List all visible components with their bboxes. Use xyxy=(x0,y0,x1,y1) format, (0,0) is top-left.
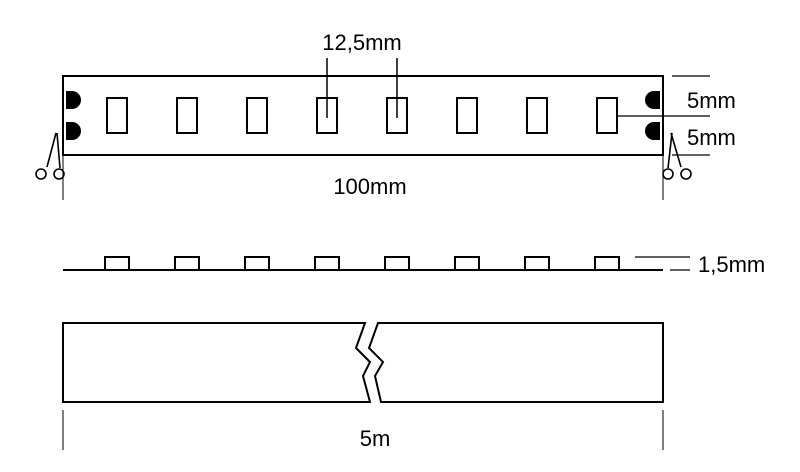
solder-pads-right xyxy=(645,91,660,140)
cut-length-label: 100mm xyxy=(333,174,406,199)
led-chip-side xyxy=(314,256,340,271)
lower-pad-label: 5mm xyxy=(687,125,736,150)
led-chip xyxy=(176,97,198,134)
led-pitch-label: 12,5mm xyxy=(322,30,401,55)
led-chip-side xyxy=(524,256,550,271)
upper-pad-label: 5mm xyxy=(687,88,736,113)
strip-top-view xyxy=(62,75,664,156)
led-chip-side xyxy=(594,256,620,271)
solder-pads-left xyxy=(66,91,81,140)
led-chip xyxy=(106,97,128,134)
led-chip xyxy=(456,97,478,134)
cut-length-dimension xyxy=(62,155,664,200)
led-chip-side xyxy=(454,256,480,271)
height-dimension xyxy=(635,256,690,271)
pad-dimension xyxy=(616,75,710,156)
scissors-icon xyxy=(662,132,692,180)
reel-left-segment xyxy=(62,322,372,403)
height-label: 1,5mm xyxy=(698,252,765,277)
total-length-label: 5m xyxy=(360,426,391,451)
led-pitch-dimension xyxy=(326,58,398,118)
led-chip-side xyxy=(104,256,130,271)
led-chip xyxy=(596,97,618,134)
led-chips-top xyxy=(106,97,618,134)
total-length-dimension xyxy=(62,410,664,450)
led-chip xyxy=(526,97,548,134)
led-chip-side xyxy=(384,256,410,271)
scissors-icon xyxy=(35,132,65,180)
led-chips-side xyxy=(104,256,620,271)
led-chip-side xyxy=(244,256,270,271)
led-chip xyxy=(246,97,268,134)
reel-right-segment xyxy=(367,322,664,403)
led-chip-side xyxy=(174,256,200,271)
